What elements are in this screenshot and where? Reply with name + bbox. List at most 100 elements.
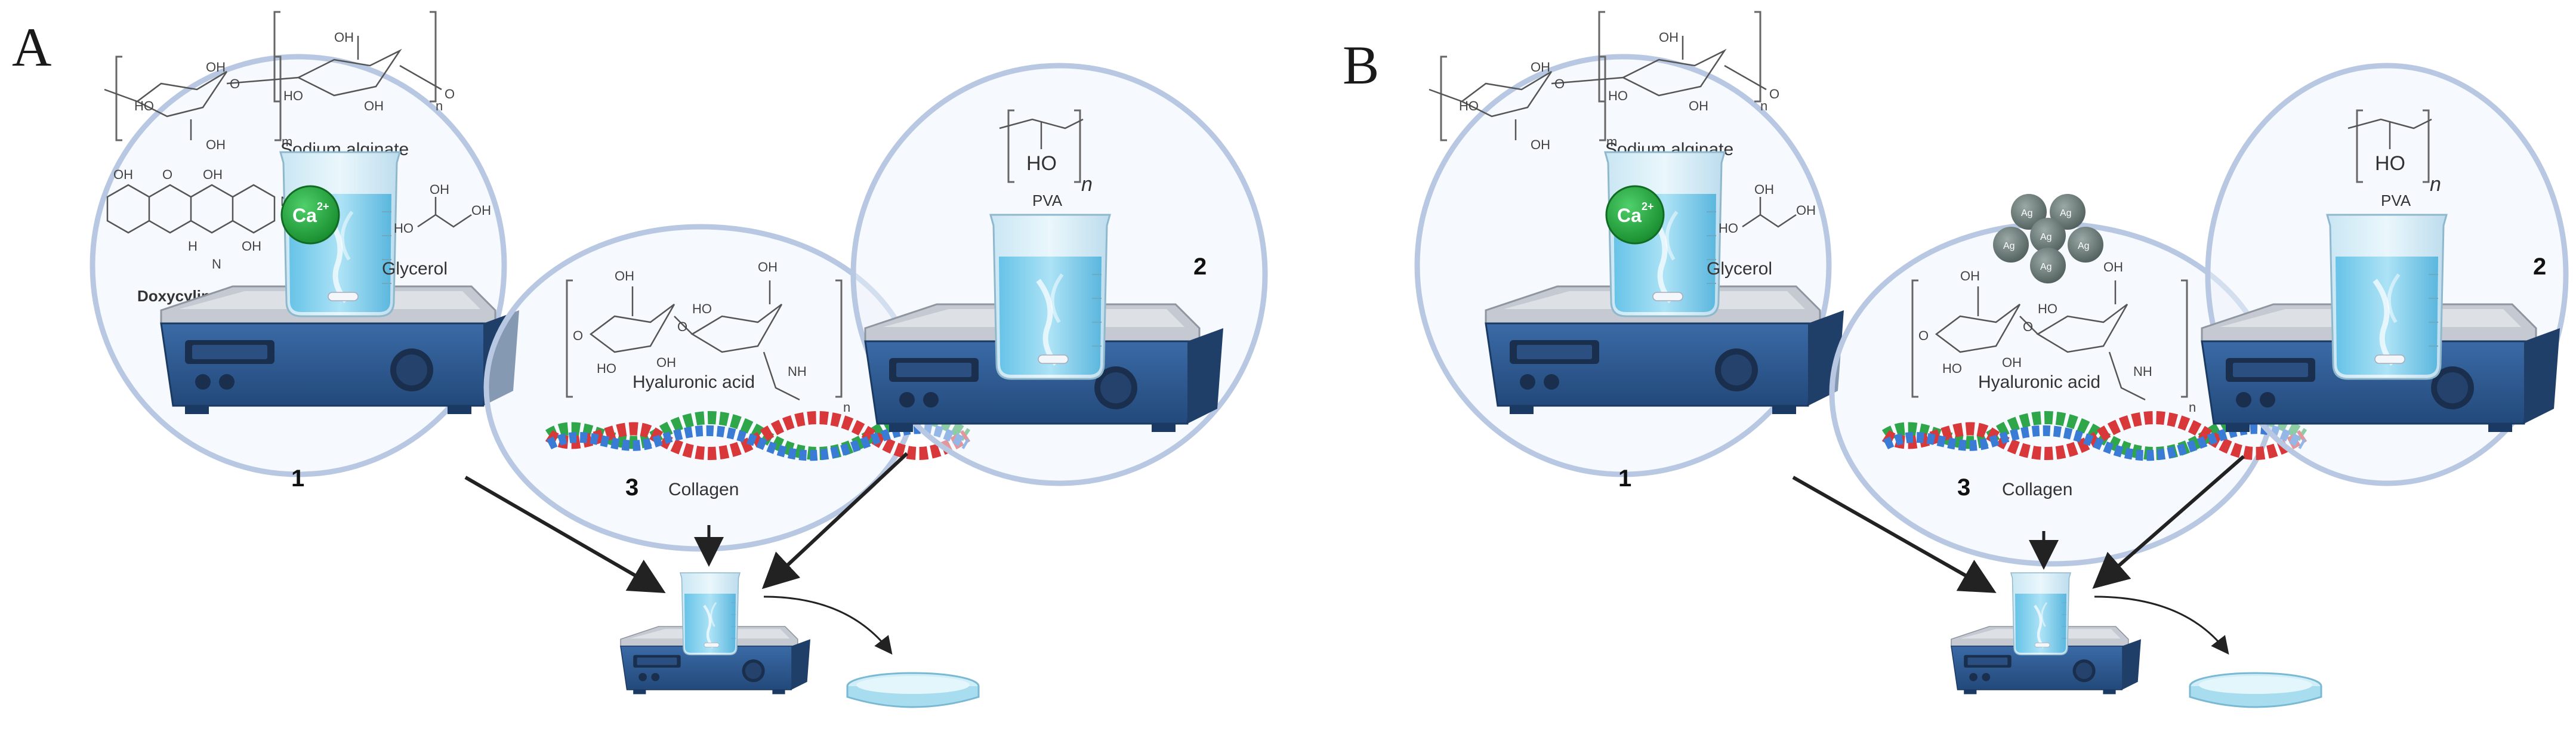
svg-text:O: O: [445, 87, 455, 101]
svg-text:H: H: [188, 239, 198, 254]
petri-dish-icon: [2189, 672, 2322, 708]
circle-3-number: 3: [1957, 474, 1970, 501]
glycerol-label: Glycerol: [1707, 259, 1772, 279]
hyaluronic-acid-structure: OH O HO HO O OH OH NH n: [1911, 260, 2196, 415]
svg-text:HO: HO: [1026, 152, 1057, 175]
arrow-icon: [2094, 595, 2229, 655]
beaker-icon: [680, 573, 740, 655]
svg-text:NH: NH: [788, 364, 807, 379]
svg-text:m: m: [282, 134, 292, 149]
sodium-alginate-structure: HO OH OH HO OH OH O O m n: [104, 11, 455, 152]
svg-text:Ag: Ag: [2060, 208, 2072, 218]
svg-text:OH: OH: [113, 167, 133, 182]
collagen-label: Collagen: [668, 480, 739, 499]
circle-3-number: 3: [625, 474, 638, 501]
svg-text:HO: HO: [2038, 301, 2057, 316]
svg-text:HO: HO: [394, 221, 414, 236]
panel-a: A HO OH OH HO OH OH O O m n Sodiu: [12, 11, 1268, 708]
svg-text:OH: OH: [242, 239, 261, 254]
svg-text:O: O: [1918, 328, 1929, 343]
svg-text:Ag: Ag: [2003, 241, 2015, 251]
svg-text:OH: OH: [1960, 269, 1980, 283]
svg-text:m: m: [1606, 134, 1617, 149]
svg-text:O: O: [1769, 87, 1779, 101]
panel-letter: A: [12, 17, 51, 78]
hyaluronic-acid-label: Hyaluronic acid: [633, 372, 755, 392]
arrow-icon: [2092, 455, 2245, 589]
svg-text:HO: HO: [1719, 221, 1738, 236]
beaker-icon: [991, 215, 1110, 379]
svg-text:OH: OH: [1754, 182, 1774, 197]
svg-text:OH: OH: [206, 137, 226, 152]
sodium-alginate-structure: HO OH OH HO OH OH O O m n: [1429, 11, 1779, 152]
beaker-icon: [2011, 573, 2071, 655]
svg-text:OH: OH: [334, 30, 354, 45]
glycerol-label: Glycerol: [382, 259, 448, 279]
circle-1-number: 1: [1618, 465, 1631, 492]
arrow-icon: [464, 476, 666, 594]
svg-text:O: O: [573, 328, 583, 343]
svg-text:HO: HO: [2375, 152, 2405, 175]
circle-2-number: 2: [1193, 254, 1207, 280]
svg-text:Ag: Ag: [2021, 208, 2033, 218]
pva-label: PVA: [1032, 192, 1063, 209]
svg-text:HO: HO: [1942, 361, 1962, 376]
svg-text:Ag: Ag: [2078, 241, 2090, 251]
circle-1-number: 1: [291, 465, 304, 492]
svg-text:OH: OH: [2103, 260, 2123, 274]
hyaluronic-acid-structure: OH O HO HO O OH OH NH n: [566, 260, 850, 415]
svg-text:n: n: [843, 400, 850, 415]
svg-text:OH: OH: [471, 203, 491, 218]
circle-2-number: 2: [2533, 254, 2546, 280]
svg-text:n: n: [1081, 173, 1093, 196]
collagen-label: Collagen: [2002, 480, 2072, 499]
svg-text:OH: OH: [1531, 137, 1550, 152]
glycerol-structure: HO OH OH: [394, 182, 491, 236]
svg-text:HO: HO: [692, 301, 712, 316]
svg-text:O: O: [677, 319, 687, 334]
svg-text:O: O: [2023, 319, 2033, 334]
calcium-ion-icon: Ca 2+: [1605, 185, 1665, 245]
pva-structure: HO n: [2347, 109, 2441, 196]
arrow-icon: [763, 595, 893, 655]
svg-text:O: O: [230, 76, 240, 91]
arrow-icon: [761, 452, 909, 590]
svg-text:N: N: [212, 257, 221, 271]
svg-text:OH: OH: [615, 269, 634, 283]
calcium-ion-icon: Ca 2+: [280, 185, 340, 245]
svg-text:OH: OH: [1689, 98, 1708, 113]
svg-text:HO: HO: [1608, 88, 1628, 103]
svg-text:O: O: [162, 167, 172, 182]
svg-text:Ag: Ag: [2040, 262, 2052, 272]
svg-text:OH: OH: [656, 355, 676, 370]
glycerol-structure: HO OH OH: [1719, 182, 1816, 236]
svg-text:OH: OH: [206, 60, 226, 75]
svg-text:n: n: [2189, 400, 2196, 415]
svg-text:Ca: Ca: [1617, 205, 1642, 226]
svg-text:OH: OH: [758, 260, 778, 274]
petri-dish-icon: [846, 672, 980, 708]
pva-label: PVA: [2381, 192, 2411, 209]
svg-text:OH: OH: [1796, 203, 1816, 218]
svg-text:HO: HO: [134, 98, 154, 113]
hyaluronic-acid-label: Hyaluronic acid: [1978, 372, 2100, 392]
silver-ion-cluster-icon: Ag Ag Ag Ag Ag Ag: [1993, 194, 2103, 283]
svg-text:n: n: [1760, 98, 1767, 113]
svg-text:OH: OH: [1531, 60, 1550, 75]
svg-text:OH: OH: [430, 182, 449, 197]
svg-text:OH: OH: [364, 98, 384, 113]
svg-text:2+: 2+: [1642, 200, 1654, 212]
svg-text:Ag: Ag: [2040, 232, 2052, 242]
svg-text:n: n: [2430, 173, 2441, 196]
svg-text:O: O: [1554, 76, 1565, 91]
svg-text:OH: OH: [2002, 355, 2022, 370]
svg-text:Ca: Ca: [292, 205, 317, 226]
svg-text:HO: HO: [283, 88, 303, 103]
panel-b: B HO OH OH HO OH OH O O m n Sodium alg: [1343, 11, 2569, 708]
svg-text:HO: HO: [1459, 98, 1479, 113]
panel-letter: B: [1343, 35, 1379, 95]
svg-text:OH: OH: [203, 167, 223, 182]
arrow-icon: [1792, 476, 1997, 593]
svg-text:HO: HO: [597, 361, 616, 376]
